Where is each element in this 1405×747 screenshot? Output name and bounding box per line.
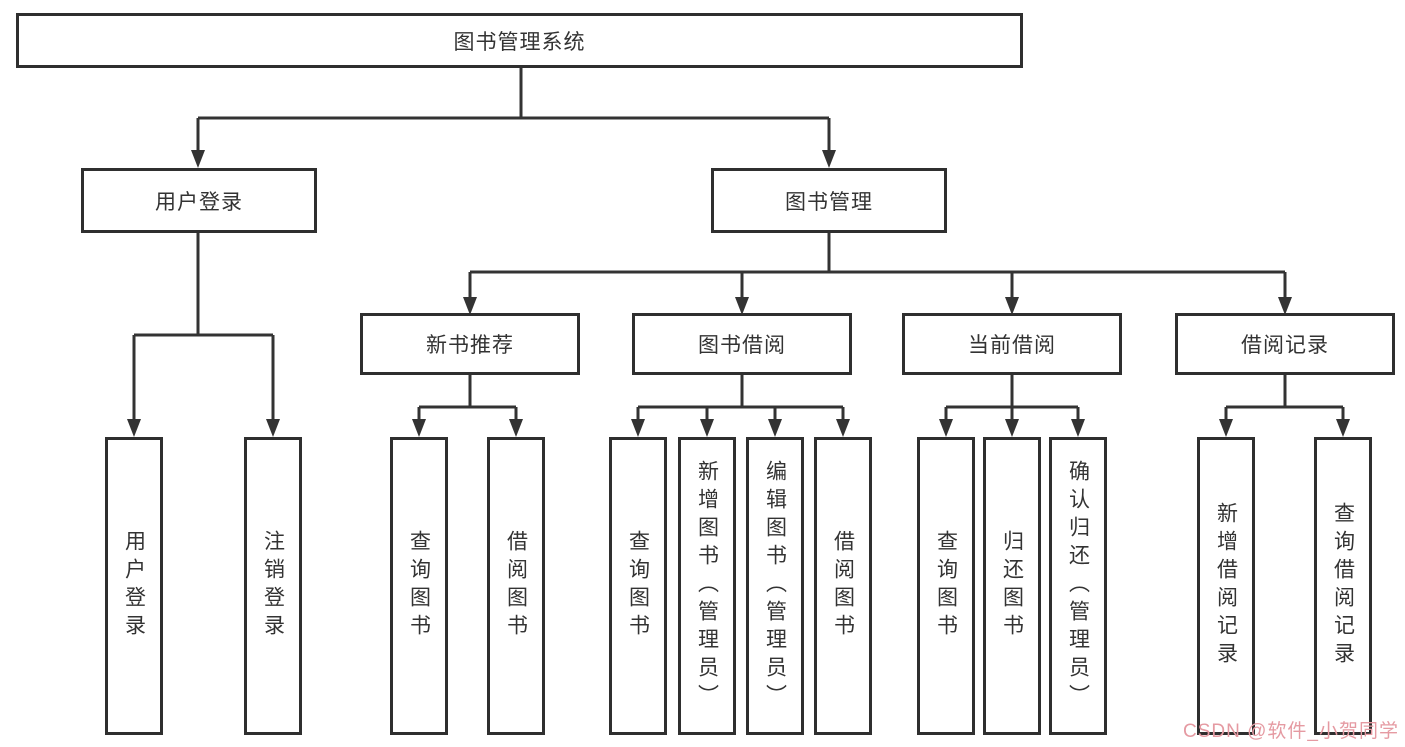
connector-borrow-records-to-leaves xyxy=(1219,375,1350,437)
leaf-add-book-admin: 新增图书（管理员） xyxy=(678,437,736,735)
connector-root-to-level2 xyxy=(191,67,836,168)
node-borrow-records: 借阅记录 xyxy=(1175,313,1395,375)
arrowhead-leaf-edit-book xyxy=(768,419,782,437)
connector-book-borrow-to-leaves xyxy=(631,375,850,437)
arrowhead-leaf-return-book xyxy=(1005,419,1019,437)
leaf-query-books-current: 查询图书 xyxy=(917,437,975,735)
arrowhead-leaf-query-3 xyxy=(939,419,953,437)
leaf-user-login: 用户登录 xyxy=(105,437,163,735)
connector-user-login-to-leaves xyxy=(127,233,280,437)
connector-current-borrow-to-leaves xyxy=(939,375,1085,437)
leaf-query-books-borrow: 查询图书 xyxy=(609,437,667,735)
connector-book-mgmt-to-level3 xyxy=(463,233,1292,315)
leaf-query-books-recommend: 查询图书 xyxy=(390,437,448,735)
arrowhead-leaf-borrow-1 xyxy=(509,419,523,437)
arrowhead-leaf-add-book xyxy=(700,419,714,437)
arrowhead-book-borrow xyxy=(735,297,749,315)
leaf-confirm-return-admin: 确认归还（管理员） xyxy=(1049,437,1107,735)
node-book-management: 图书管理 xyxy=(711,168,947,233)
arrowhead-leaf-add-record xyxy=(1219,419,1233,437)
arrowhead-borrow-records xyxy=(1278,297,1292,315)
arrowhead-new-book xyxy=(463,297,477,315)
node-book-borrow: 图书借阅 xyxy=(632,313,852,375)
arrowhead-leaf-logout xyxy=(266,419,280,437)
node-library-system: 图书管理系统 xyxy=(16,13,1023,68)
arrowhead-leaf-borrow-2 xyxy=(836,419,850,437)
arrowhead-leaf-query-record xyxy=(1336,419,1350,437)
csdn-watermark: CSDN @软件_小贺同学 xyxy=(1183,721,1399,742)
arrowhead-leaf-query-1 xyxy=(412,419,426,437)
leaf-edit-book-admin: 编辑图书（管理员） xyxy=(746,437,804,735)
node-current-borrow: 当前借阅 xyxy=(902,313,1122,375)
node-new-book-recommend: 新书推荐 xyxy=(360,313,580,375)
leaf-borrow-books-borrow: 借阅图书 xyxy=(814,437,872,735)
leaf-query-borrow-record: 查询借阅记录 xyxy=(1314,437,1372,735)
arrowhead-book-mgmt xyxy=(822,150,836,168)
arrowhead-user-login xyxy=(191,150,205,168)
connector-new-book-to-leaves xyxy=(412,375,523,437)
arrowhead-leaf-user-login xyxy=(127,419,141,437)
leaf-logout: 注销登录 xyxy=(244,437,302,735)
leaf-return-book: 归还图书 xyxy=(983,437,1041,735)
arrowhead-leaf-query-2 xyxy=(631,419,645,437)
arrowhead-current-borrow xyxy=(1005,297,1019,315)
arrowhead-leaf-confirm-return xyxy=(1071,419,1085,437)
node-user-login: 用户登录 xyxy=(81,168,317,233)
leaf-borrow-books-recommend: 借阅图书 xyxy=(487,437,545,735)
leaf-add-borrow-record: 新增借阅记录 xyxy=(1197,437,1255,735)
